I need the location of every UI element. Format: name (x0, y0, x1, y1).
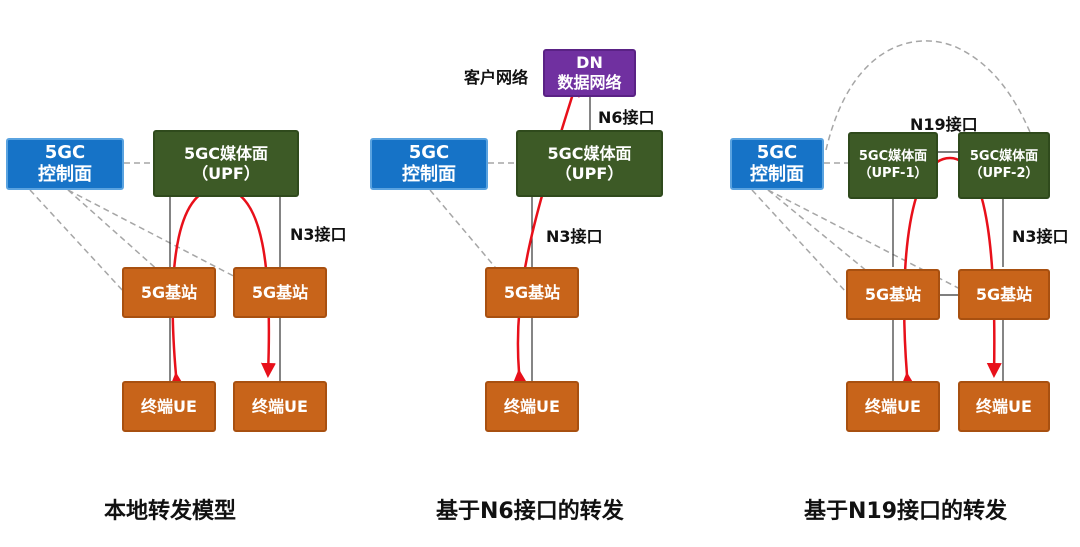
d2-ue: 终端UE (485, 381, 579, 432)
d3-ue-a-label: 终端UE (865, 396, 921, 416)
d1-gnb-a: 5G基站 (122, 267, 216, 318)
d1-ue-b-label: 终端UE (252, 396, 308, 416)
d2-control-plane-box: 5GC 控制面 (370, 138, 488, 190)
d2-control-line2: 控制面 (402, 164, 456, 185)
d3-upf1-box: 5GC媒体面 （UPF-1） (848, 132, 938, 199)
d2-upf-line2: （UPF） (555, 163, 624, 183)
d1-n3-label: N3接口 (290, 225, 347, 244)
d1-gnb-b: 5G基站 (233, 267, 327, 318)
d2-n6-label: N6接口 (598, 108, 655, 127)
d2-customer-network-label: 客户网络 (464, 68, 529, 87)
diagram2-n6-forward-arrow (512, 81, 580, 385)
d1-control-line2: 控制面 (38, 164, 92, 185)
d3-gnb-b-label: 5G基站 (975, 284, 1033, 304)
d3-upf1-line2: （UPF-1） (858, 165, 928, 181)
d1-upf-line2: （UPF） (192, 163, 260, 183)
d1-ue-a: 终端UE (122, 381, 216, 432)
d1-upf-line1: 5GC媒体面 (183, 143, 268, 163)
d3-gnb-a: 5G基站 (846, 269, 940, 320)
d3-ue-b-label: 终端UE (976, 396, 1032, 416)
d1-control-line1: 5GC (44, 141, 86, 163)
d2-gnb-label: 5G基站 (503, 282, 561, 302)
d1-ue-a-label: 终端UE (141, 396, 197, 416)
d3-n19-label: N19接口 (910, 115, 978, 134)
d3-upf2-line2: （UPF-2） (969, 165, 1039, 181)
d2-gnb: 5G基站 (485, 267, 579, 318)
d1-control-plane-box: 5GC 控制面 (6, 138, 124, 190)
d1-ue-b: 终端UE (233, 381, 327, 432)
d3-ue-b: 终端UE (958, 381, 1050, 432)
d1-gnb-b-label: 5G基站 (251, 282, 309, 302)
d3-upf2-line1: 5GC媒体面 (969, 149, 1039, 165)
d3-n3-label: N3接口 (1012, 227, 1069, 246)
d3-caption: 基于N19接口的转发 (804, 499, 1008, 524)
d2-ue-label: 终端UE (504, 396, 560, 416)
d1-upf-box: 5GC媒体面 （UPF） (153, 130, 299, 197)
d2-upf-line1: 5GC媒体面 (547, 143, 632, 163)
d2-dn-box: DN 数据网络 (543, 49, 636, 97)
diagram3-solid-links (892, 151, 1004, 381)
d2-dn-line2: 数据网络 (557, 73, 622, 92)
d2-control-line1: 5GC (408, 141, 450, 163)
d1-gnb-a-label: 5G基站 (140, 282, 198, 302)
d1-caption: 本地转发模型 (104, 499, 237, 524)
d3-control-line1: 5GC (756, 141, 798, 163)
d2-dn-line1: DN (576, 53, 603, 72)
d3-control-plane-box: 5GC 控制面 (730, 138, 824, 190)
d2-caption: 基于N6接口的转发 (436, 499, 624, 524)
d3-gnb-a-label: 5G基站 (864, 284, 922, 304)
d3-upf2-box: 5GC媒体面 （UPF-2） (958, 132, 1050, 199)
d2-n3-label: N3接口 (546, 227, 603, 246)
d3-gnb-b: 5G基站 (958, 269, 1050, 320)
d3-control-line2: 控制面 (750, 164, 804, 185)
d3-ue-a: 终端UE (846, 381, 940, 432)
d2-upf-box: 5GC媒体面 （UPF） (516, 130, 663, 197)
d3-upf1-line1: 5GC媒体面 (858, 149, 928, 165)
